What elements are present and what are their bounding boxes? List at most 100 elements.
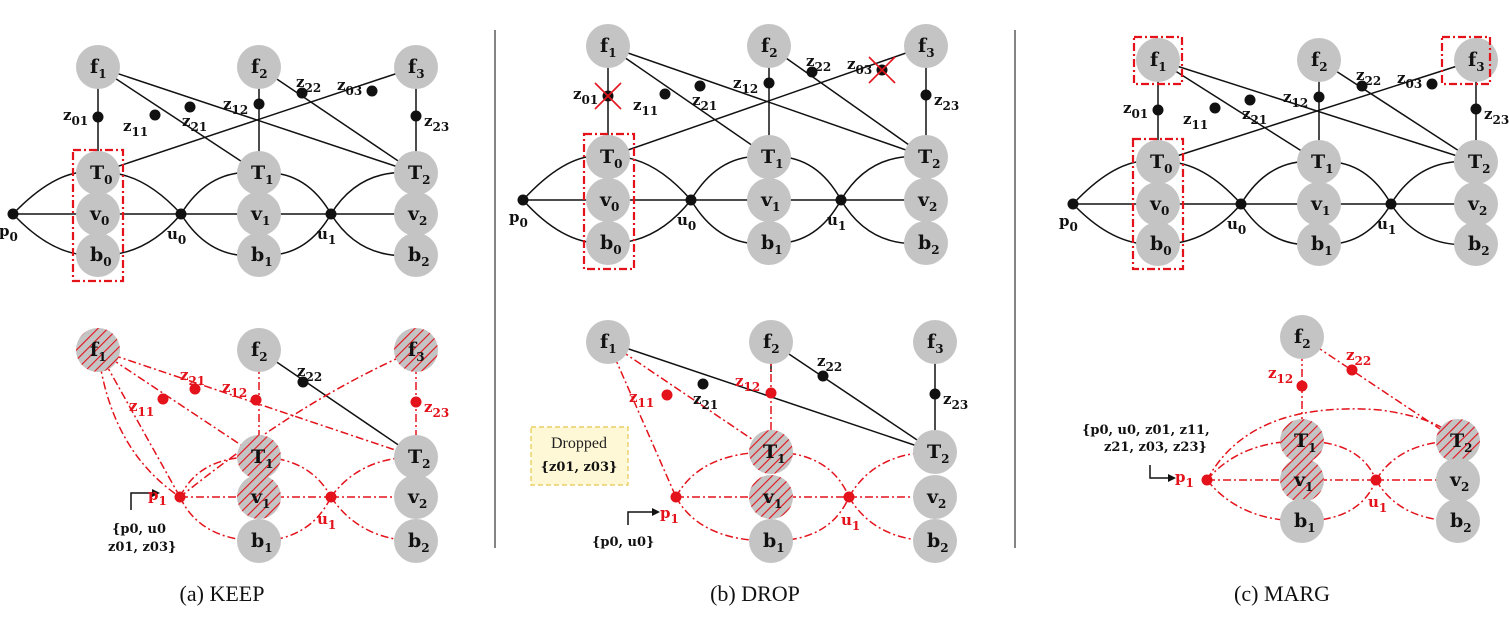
factor-z21 (184, 101, 196, 113)
node-f2 (237, 328, 281, 372)
node-f3 (1454, 38, 1498, 82)
factor-z22 (806, 66, 818, 78)
factor-label: p1 (660, 504, 679, 526)
edge (768, 45, 927, 158)
node-label-T1: T1 (1311, 151, 1334, 176)
node-label-v2: v2 (926, 486, 946, 511)
caption-keep: (a) KEEP (180, 581, 265, 606)
factor-z23 (920, 89, 932, 101)
edge-curve (1206, 440, 1377, 481)
node-T0 (76, 151, 120, 195)
node-v0 (586, 178, 630, 222)
node-f1 (76, 328, 120, 372)
factor-label: z12 (1268, 364, 1293, 386)
edge (97, 66, 417, 174)
arrow-head-icon (152, 489, 160, 497)
node-b1 (237, 519, 281, 563)
factor-z12 (1313, 91, 1325, 103)
factor-u0 (1235, 198, 1247, 210)
node-label-v0: v0 (89, 203, 109, 228)
node-label-v0: v0 (599, 189, 619, 214)
edge (1301, 336, 1459, 442)
factor-p0 (7, 208, 19, 220)
node-T1 (1280, 419, 1324, 463)
factor-z23 (410, 110, 422, 122)
node-label-v2: v2 (407, 203, 427, 228)
node-label-f3: f3 (918, 35, 935, 60)
node-T1 (237, 435, 281, 479)
edge (607, 45, 770, 158)
node-v2 (1454, 182, 1498, 226)
node-label-f1: f1 (1150, 49, 1167, 74)
factor-label: z21 (182, 112, 207, 134)
node-label-f2: f2 (1311, 49, 1328, 74)
edge (770, 341, 936, 453)
node-label-f1: f1 (600, 331, 617, 356)
factor-label: z21 (692, 91, 717, 113)
marginal-note-line: {p0, u0} (592, 535, 654, 550)
node-label-v2: v2 (1467, 193, 1487, 218)
factor-label: u1 (317, 510, 336, 532)
factor-label: z22 (1356, 66, 1381, 88)
node-label-v0: v0 (1149, 193, 1169, 218)
node-f1 (586, 24, 630, 68)
node-T2 (1454, 140, 1498, 184)
node-b2 (394, 519, 438, 563)
factor-z11 (661, 389, 673, 401)
node-b2 (394, 233, 438, 277)
node-T2 (913, 430, 957, 474)
factor-p0 (1067, 198, 1079, 210)
factor-label: z23 (943, 390, 968, 412)
node-label-v1: v1 (250, 486, 270, 511)
factor-z01 (92, 111, 104, 123)
node-f2 (749, 320, 793, 364)
node-v1 (1297, 182, 1341, 226)
node-v1 (237, 192, 281, 236)
node-v2 (394, 475, 438, 519)
edge (1157, 59, 1477, 163)
factor-label: z12 (223, 95, 248, 117)
drop-cross-icon (594, 82, 622, 110)
node-T1 (237, 151, 281, 195)
node-label-f2: f2 (1294, 326, 1311, 351)
node-f3 (913, 320, 957, 364)
node-label-f1: f1 (600, 35, 617, 60)
edge (258, 66, 417, 174)
factor-p1 (670, 491, 682, 503)
node-T0 (1136, 140, 1180, 184)
factor-z22 (297, 376, 309, 388)
node-T2 (394, 435, 438, 479)
node-label-b1: b1 (251, 244, 273, 269)
factor-z22 (296, 87, 308, 99)
factor-label: z03 (1397, 69, 1422, 91)
factor-label: z22 (1346, 346, 1371, 368)
edge-curve (179, 496, 332, 542)
node-b2 (1454, 222, 1498, 266)
edge-curve (97, 349, 181, 498)
dropped-set: {z01, z03} (541, 460, 618, 475)
factor-label: p0 (509, 208, 528, 230)
node-label-b1: b1 (251, 530, 273, 555)
node-f2 (237, 45, 281, 89)
edge-curve (330, 496, 417, 542)
node-label-f3: f3 (408, 56, 425, 81)
factor-u0 (175, 208, 187, 220)
node-v2 (1436, 458, 1480, 502)
factor-z22 (817, 370, 829, 382)
edge (607, 341, 772, 453)
node-label-f3: f3 (1468, 49, 1485, 74)
factor-u1 (835, 194, 847, 206)
node-label-T1: T1 (763, 441, 786, 466)
factor-z12 (763, 77, 775, 89)
factor-label: z23 (934, 91, 959, 113)
factor-z12 (1296, 380, 1308, 392)
edge (1318, 59, 1477, 163)
factor-z01 (1152, 104, 1164, 116)
arrow-head-icon (1168, 474, 1176, 482)
factor-p1 (174, 491, 186, 503)
factor-z11 (659, 88, 671, 100)
node-label-T1: T1 (251, 446, 274, 471)
marginal-note-line: {p0, u0, z01, z11, (1082, 423, 1210, 438)
node-label-T0: T0 (1150, 151, 1173, 176)
node-v0 (76, 192, 120, 236)
